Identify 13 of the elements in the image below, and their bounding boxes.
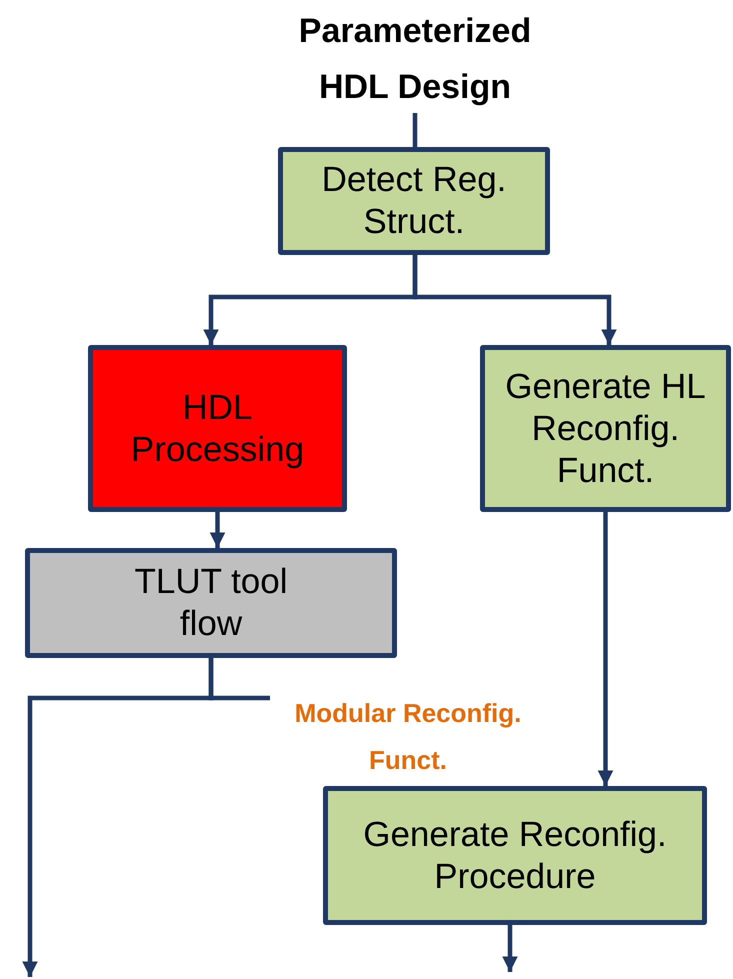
process-box: HDL Processing — [88, 345, 347, 512]
arrow — [502, 925, 518, 972]
title-text: Parameterized HDL Design — [262, 5, 568, 113]
annotation-text: Modular Reconfig. Funct. — [294, 697, 522, 777]
arrow — [210, 512, 226, 548]
arrow — [412, 255, 617, 345]
process-box: Generate HL Reconfig. Funct. — [480, 345, 731, 512]
connector-line — [208, 658, 270, 700]
arrow — [598, 512, 614, 786]
process-box: Detect Reg. Struct. — [278, 147, 550, 255]
process-box: Generate Reconfig. Procedure — [323, 786, 707, 925]
connector-line — [412, 113, 418, 147]
process-box: TLUT tool flow — [25, 548, 397, 658]
